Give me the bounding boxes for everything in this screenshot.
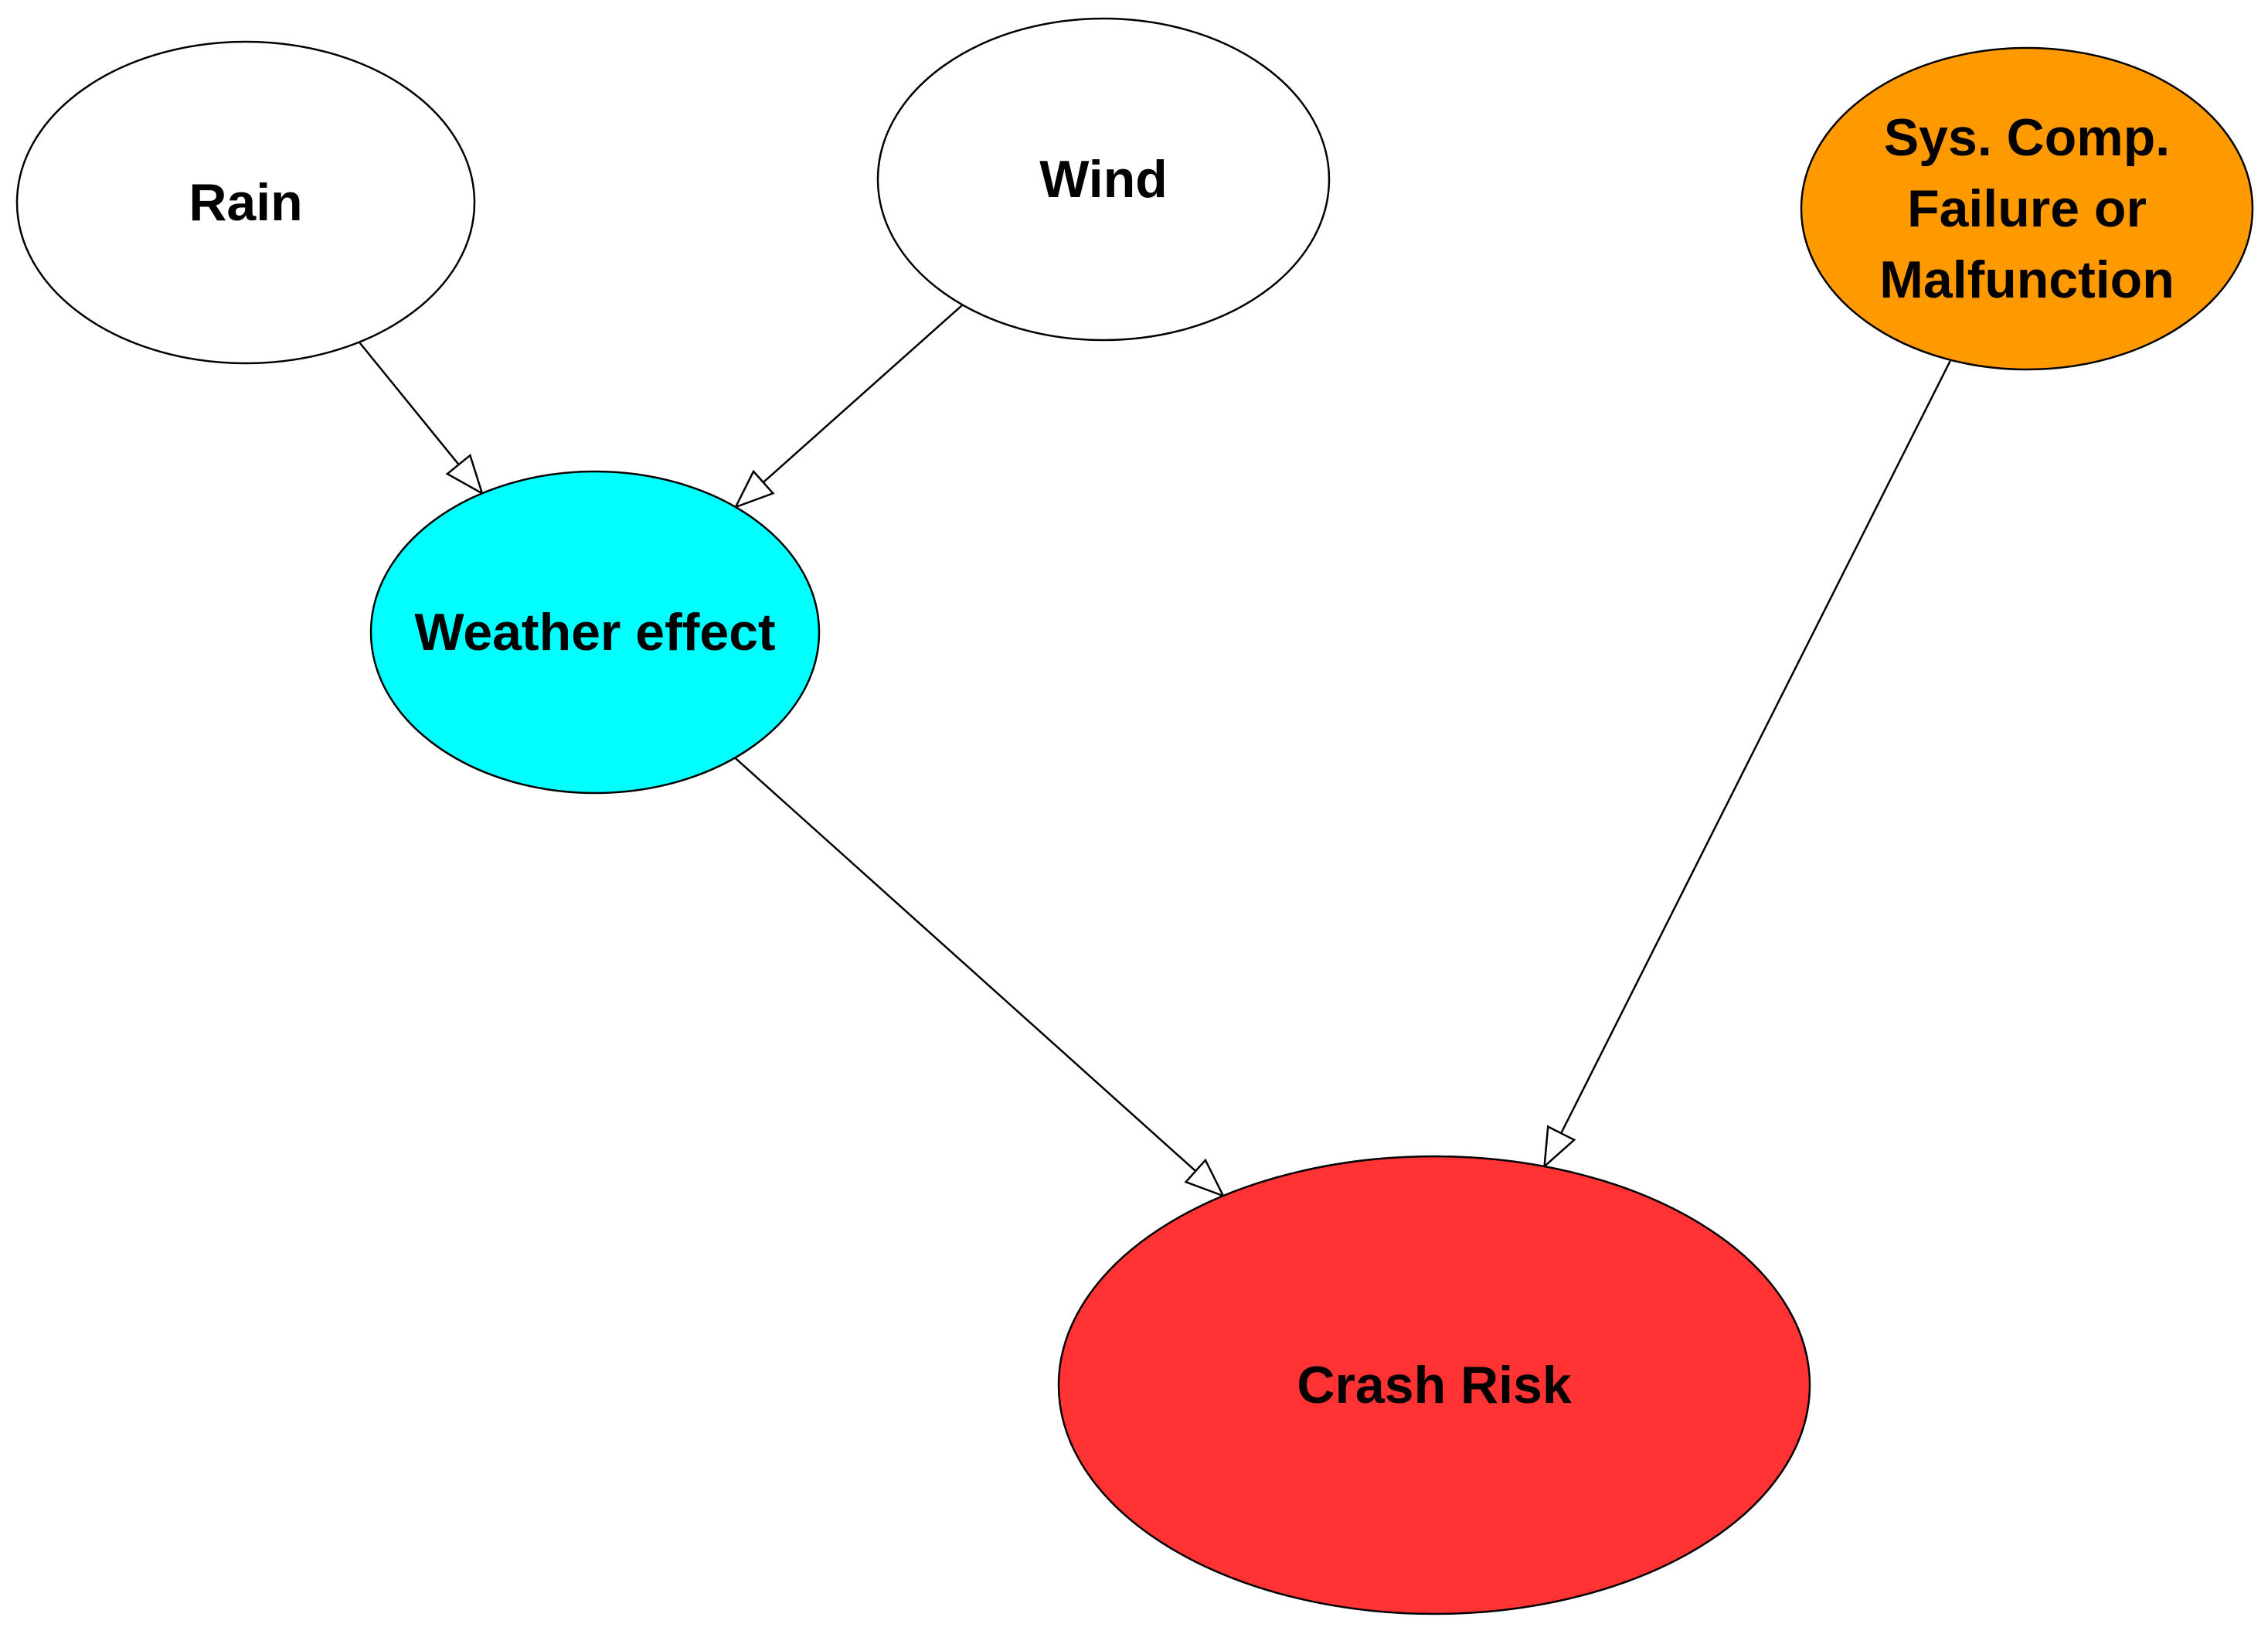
edge-rain-to-weather — [358, 341, 485, 495]
edge-line — [734, 757, 1197, 1173]
node-label: Crash Risk — [1297, 1356, 1571, 1414]
edge-line — [762, 304, 964, 484]
node-ellipse — [1800, 46, 2254, 371]
nodes: Rain Wind Sys. Comp. Failure or MalfunctionW… — [15, 17, 2254, 1615]
edge-weather-to-crash — [734, 757, 1226, 1198]
node-weather[interactable]: Weather effect — [369, 470, 821, 795]
node-crash[interactable]: Crash Risk — [1057, 1155, 1811, 1615]
node-label: Malfunction — [1879, 250, 2174, 309]
arrowhead — [733, 469, 775, 509]
node-label: Weather effect — [414, 603, 775, 662]
edge-wind-to-weather — [733, 304, 964, 509]
node-rain[interactable]: Rain — [15, 40, 476, 365]
node-ellipse — [876, 17, 1331, 342]
edge-line — [1560, 359, 1952, 1134]
arrowhead — [445, 453, 485, 495]
node-sys[interactable]: Sys. Comp. Failure or Malfunction — [1800, 46, 2254, 371]
node-ellipse — [15, 40, 476, 365]
arrowhead — [1543, 1125, 1576, 1169]
node-wind[interactable]: Wind — [876, 17, 1331, 342]
arrowhead — [1184, 1158, 1226, 1198]
node-ellipse — [1057, 1155, 1811, 1615]
node-label: Sys. Comp. — [1884, 108, 2170, 167]
node-label: Rain — [189, 173, 302, 232]
node-label: Failure or — [1907, 179, 2147, 238]
node-label: Wind — [1039, 150, 1168, 209]
node-ellipse — [369, 470, 821, 795]
edges — [358, 304, 1952, 1198]
edge-sys-to-crash — [1543, 359, 1952, 1169]
edge-line — [358, 341, 460, 465]
